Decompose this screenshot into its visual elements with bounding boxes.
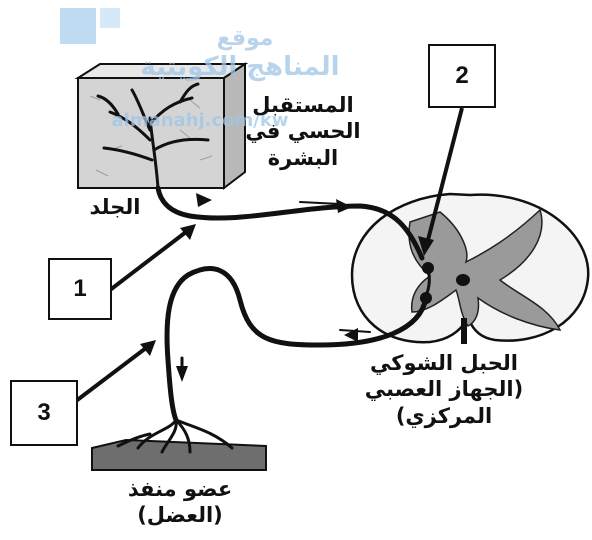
spinal-cord-label: الحبل الشوكي (الجهاز العصبي المركزي) bbox=[336, 350, 552, 429]
spinal-cord-label-line-3: المركزي) bbox=[336, 403, 552, 429]
receptor-label: المستقبل الحسي في البشرة bbox=[228, 92, 378, 171]
label-box-3: 3 bbox=[10, 380, 78, 446]
watermark-line-2: المناهج الكويتية bbox=[110, 52, 370, 82]
effector-label-line-1: عضو منفذ bbox=[110, 476, 250, 502]
spinal-cord-section bbox=[352, 194, 588, 344]
label-box-2: 2 bbox=[428, 44, 496, 108]
central-canal bbox=[456, 274, 470, 286]
receptor-label-line-2: الحسي في bbox=[228, 118, 378, 144]
effector-muscle bbox=[92, 420, 266, 470]
watermark-line-1: موقع bbox=[200, 26, 290, 51]
effector-label: عضو منفذ (العضل) bbox=[110, 476, 250, 529]
receptor-label-line-1: المستقبل bbox=[228, 92, 378, 118]
effector-label-line-2: (العضل) bbox=[110, 502, 250, 528]
spinal-cord-label-line-1: الحبل الشوكي bbox=[336, 350, 552, 376]
watermark-logo-icon bbox=[60, 8, 120, 44]
label-box-1: 1 bbox=[48, 258, 112, 320]
spinal-cord-label-line-2: (الجهاز العصبي bbox=[336, 376, 552, 402]
receptor-label-line-3: البشرة bbox=[228, 145, 378, 171]
skin-label: الجلد bbox=[70, 194, 160, 220]
